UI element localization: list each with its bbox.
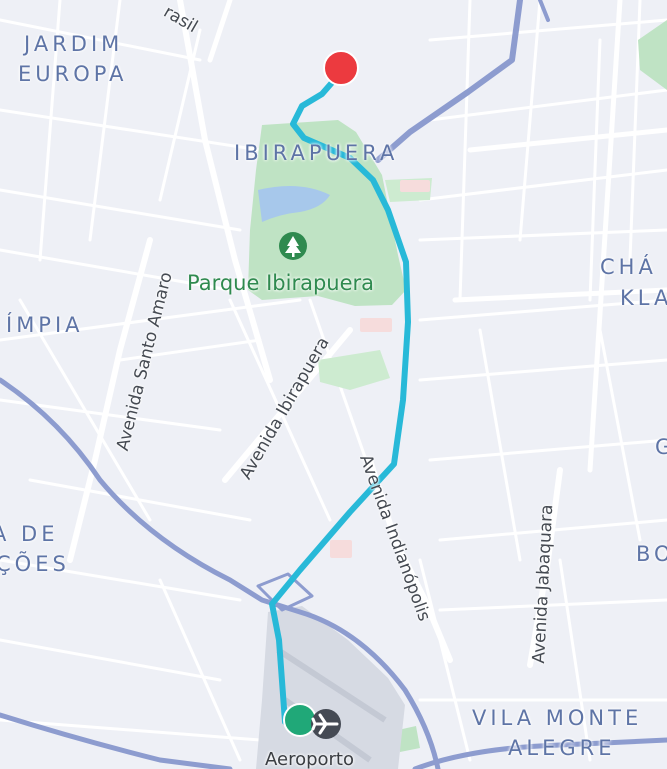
park-label[interactable]: Parque Ibirapuera xyxy=(187,271,375,295)
route-line xyxy=(269,67,411,725)
park-area-lower xyxy=(398,726,420,752)
neighborhood-label-olimpia: ÍMPIA xyxy=(6,313,84,337)
neighborhood-label-jardim: JARDIM xyxy=(24,32,124,56)
neighborhood-label-alegre: ALEGRE xyxy=(508,736,616,760)
park-area-south xyxy=(318,350,390,390)
neighborhood-label-left-1: A DE xyxy=(0,522,59,546)
neighborhood-label-klabin: KLA xyxy=(620,286,667,310)
airplane-icon[interactable] xyxy=(311,709,341,739)
park-lake xyxy=(258,186,330,222)
building-lots xyxy=(330,180,430,558)
neighborhood-label-europa: EUROPA xyxy=(18,62,128,86)
neighborhood-label-left-2: ÇÕES xyxy=(0,552,70,576)
major-roads xyxy=(67,0,667,668)
neighborhood-label-chacara: CHÁ xyxy=(600,255,657,279)
neighborhood-label-bo: BO xyxy=(636,542,667,566)
neighborhood-label-g: G xyxy=(655,435,667,459)
park-area xyxy=(248,120,406,306)
neighborhood-label-vila-monte: VILA MONTE xyxy=(472,706,643,730)
tree-icon[interactable] xyxy=(279,232,307,260)
airport-label[interactable]: Aeroporto xyxy=(265,749,354,769)
neighborhood-label-ibirapuera: IBIRAPUERA xyxy=(234,141,399,165)
destination-marker[interactable] xyxy=(323,50,359,86)
park-area-corner xyxy=(638,20,667,90)
origin-marker[interactable] xyxy=(283,703,317,737)
